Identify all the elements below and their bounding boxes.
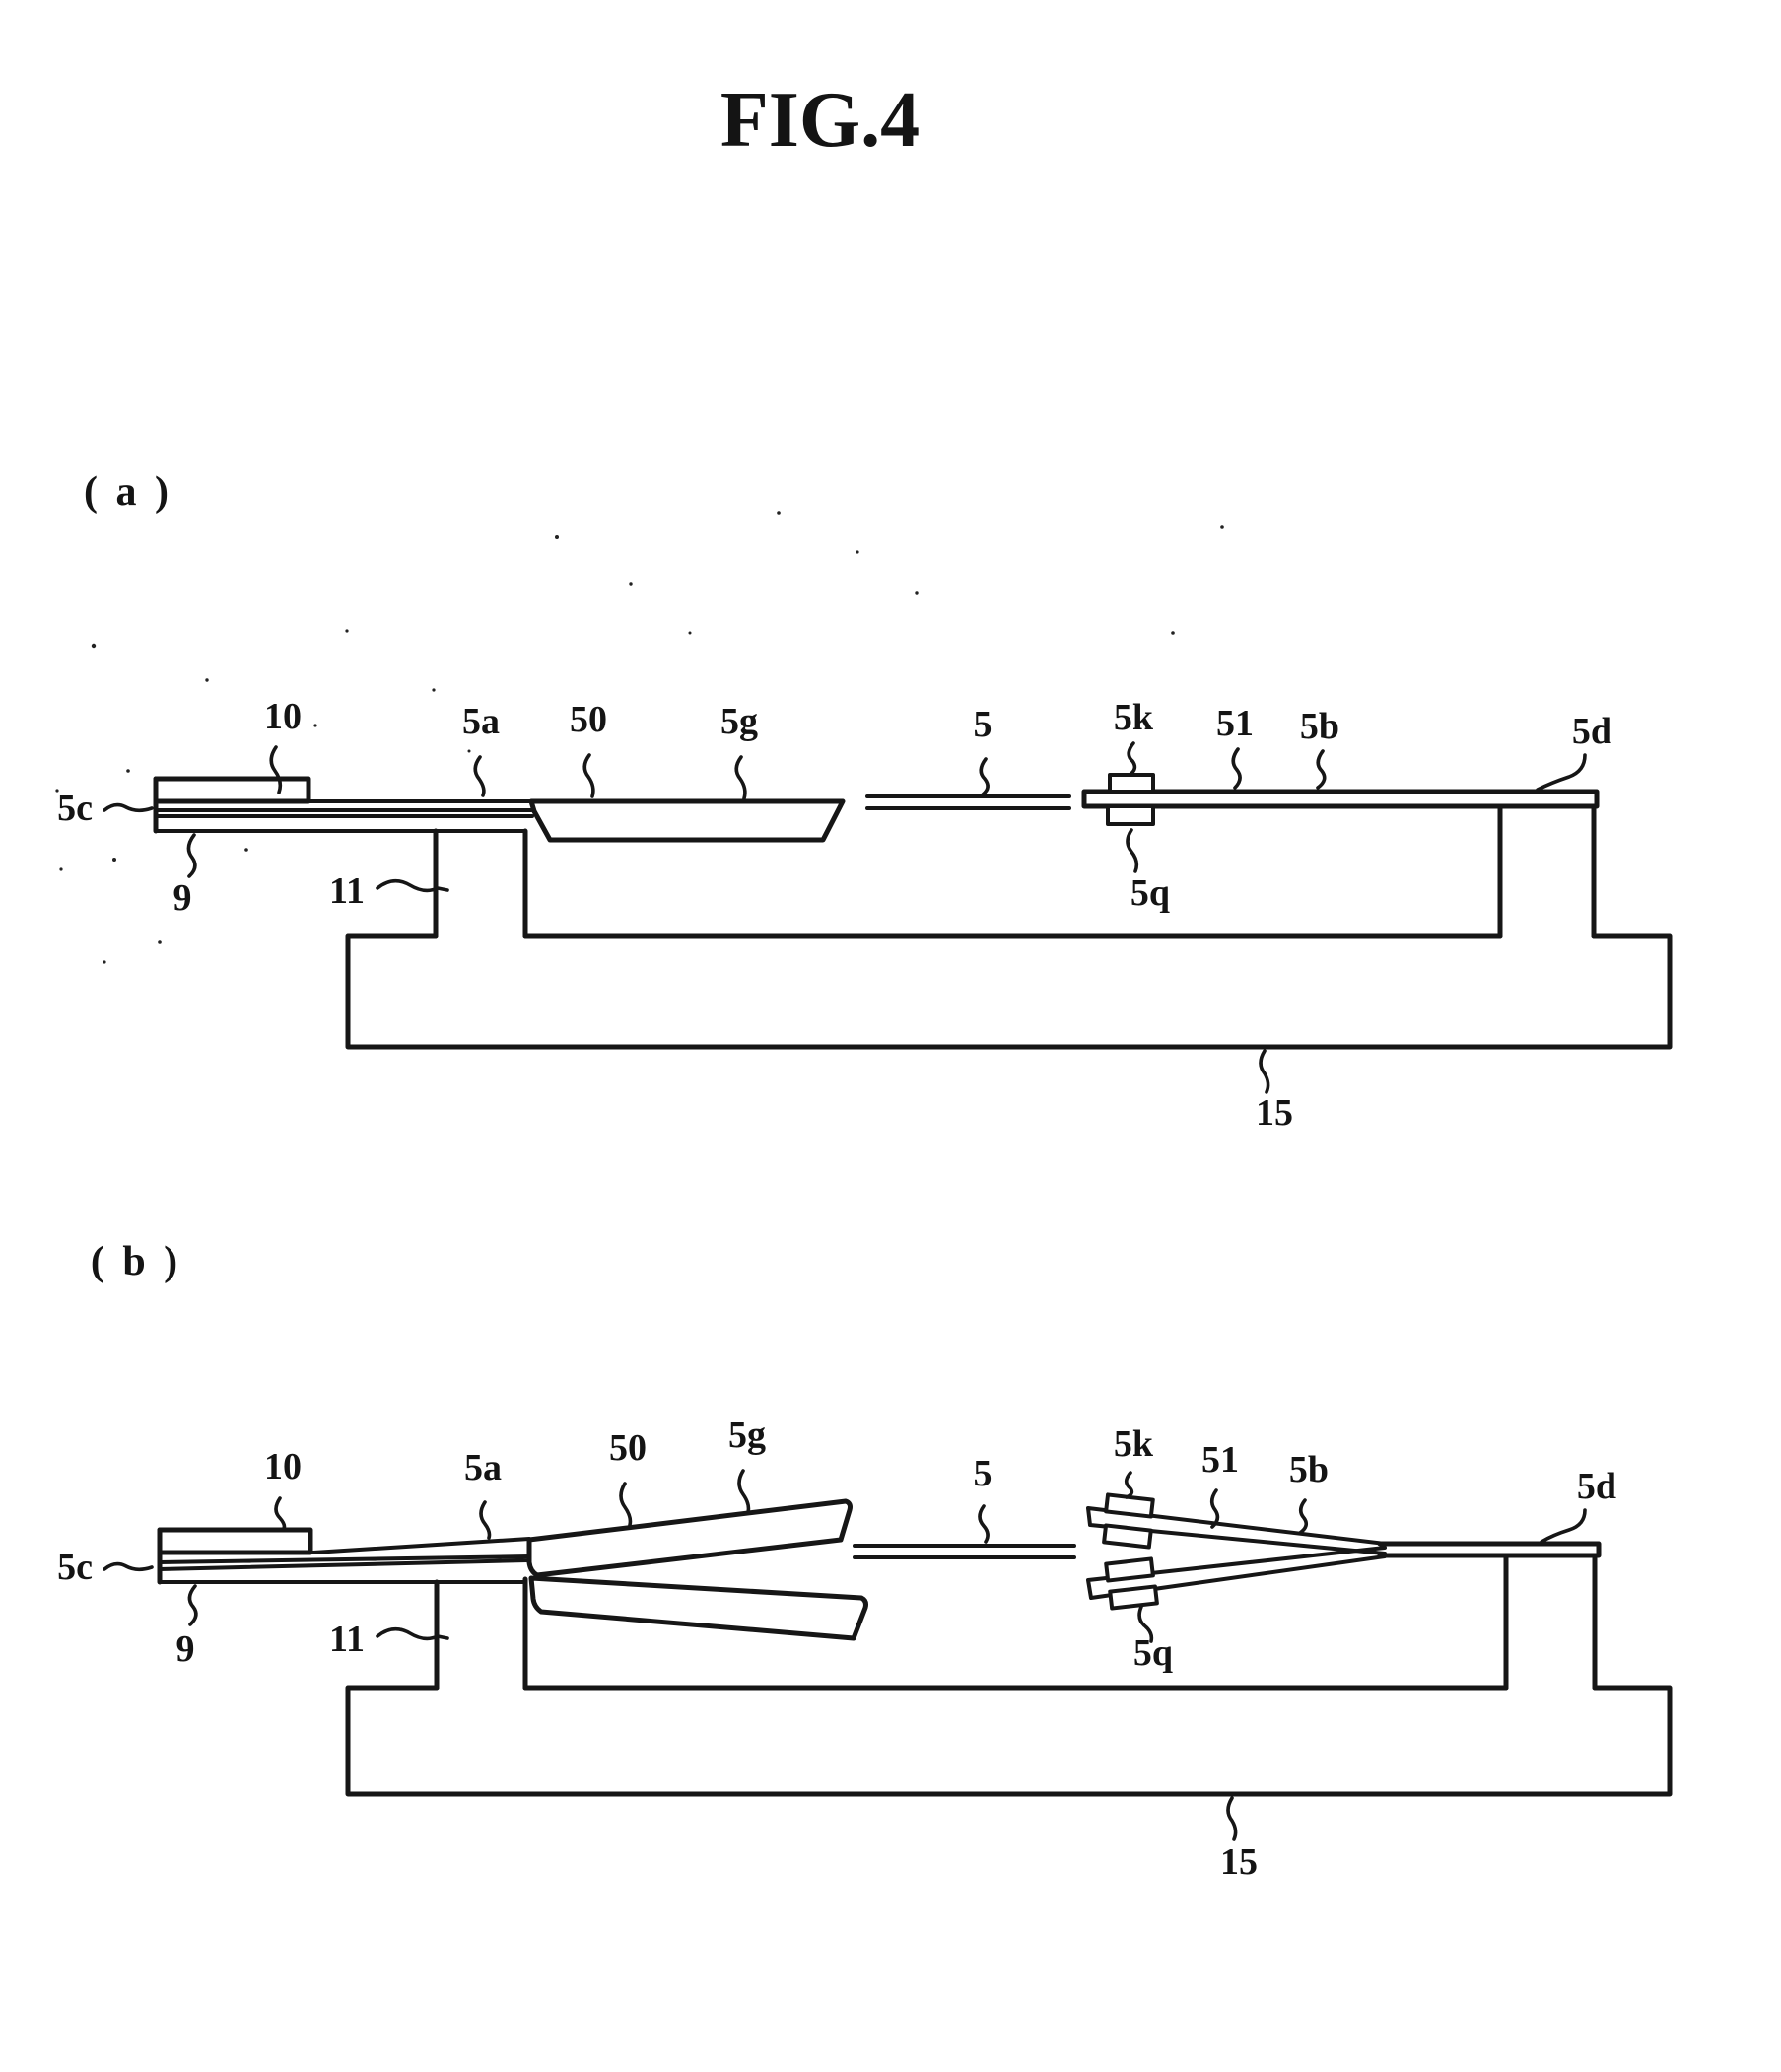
label-5q-b: 5q [1133,1632,1173,1674]
label-5c-a: 5c [57,788,93,829]
label-9-b: 9 [176,1628,195,1670]
leader-5d-b [1540,1508,1587,1544]
label-5a-b: 5a [464,1447,502,1488]
leader-9-b [187,1584,198,1626]
clamp-upper-strip-bottom-b [1102,1523,1153,1550]
leader-5d-a [1536,753,1587,792]
base-block-a [345,933,1673,1050]
clamp-lower-a [1106,804,1155,826]
label-9-a: 9 [173,877,192,919]
piezo-element-b [157,1527,313,1555]
leader-15-a [1259,1049,1270,1094]
label-51-b: 51 [1201,1439,1239,1481]
clamp-lower-strip-bottom-b [1108,1584,1159,1611]
label-5d-b: 5d [1577,1466,1616,1507]
label-5b-a: 5b [1300,706,1339,747]
leader-5a-a [473,755,486,797]
clamp-lower-strip-top-b [1104,1556,1155,1583]
wire-b [853,1544,1076,1559]
arm-layer-lines-b [158,1537,531,1584]
leader-11-a [376,878,449,893]
label-5k-b: 5k [1114,1423,1154,1465]
leader-50-b [619,1482,633,1527]
pivot-post-right-b [1503,1553,1598,1691]
label-50-b: 50 [609,1427,647,1469]
figure-title: FIG.4 [720,77,920,164]
leader-51-a [1231,747,1242,790]
label-5q-a: 5q [1130,872,1170,914]
label-10-a: 10 [264,696,302,737]
leader-15-b [1226,1796,1238,1841]
panel-a-drawing [55,511,1673,1094]
leader-5b-a [1316,749,1327,790]
label-5c-b: 5c [57,1547,93,1588]
leader-5c-b [103,1561,154,1572]
label-5-b: 5 [974,1453,993,1494]
support-bar-flat-b [1377,1541,1602,1558]
wire-a [865,794,1071,810]
panel-a-marker: ( a ) [84,469,172,515]
leader-11-b [376,1626,449,1641]
label-11-a: 11 [329,870,365,912]
label-5-a: 5 [974,704,993,745]
leader-5a-b [479,1500,492,1540]
leader-5-a [979,757,990,796]
base-block-b [345,1685,1673,1797]
leader-5-b [978,1504,990,1544]
label-5k-a: 5k [1114,697,1154,738]
leader-5b-b [1298,1498,1309,1535]
panel-b-marker: ( b ) [91,1239,181,1284]
piezo-element-a [153,776,311,804]
load-beam-a [528,798,846,843]
pivot-post-left-b [434,1576,528,1691]
leader-5q-b [1137,1605,1154,1643]
panel-b-drawing [103,1469,1673,1841]
label-51-a: 51 [1216,703,1254,744]
leader-9-a [186,833,197,878]
leader-5q-a [1126,828,1139,873]
label-15-a: 15 [1256,1092,1293,1134]
clamp-upper-strip-top-b [1104,1492,1155,1519]
leader-50-a [582,753,595,798]
leader-5c-a [103,802,154,813]
arm-layer-lines-a [154,799,534,833]
label-5g-b: 5g [728,1415,766,1456]
leader-51-b [1209,1488,1220,1529]
load-beam-upper-b [526,1498,853,1578]
leader-5g-a [734,755,747,800]
load-beam-lower-b [528,1575,868,1641]
label-5a-a: 5a [462,701,500,742]
scan-specks [55,511,1224,964]
leader-10-a [269,745,283,794]
label-5g-a: 5g [720,701,758,742]
leader-10-b [274,1496,287,1532]
clamp-upper-a [1108,773,1155,794]
label-11-b: 11 [329,1619,365,1660]
leader-5g-b [737,1469,751,1514]
label-5d-a: 5d [1572,711,1611,752]
leader-5k-a [1127,741,1137,777]
pivot-post-left-a [433,828,528,939]
leader-5k-b [1124,1471,1134,1499]
label-50-a: 50 [570,699,607,740]
pivot-post-right-a [1497,803,1597,939]
label-5b-b: 5b [1289,1449,1329,1490]
support-bar-a [1081,789,1600,809]
label-10-b: 10 [264,1446,302,1487]
label-15-b: 15 [1220,1841,1258,1883]
